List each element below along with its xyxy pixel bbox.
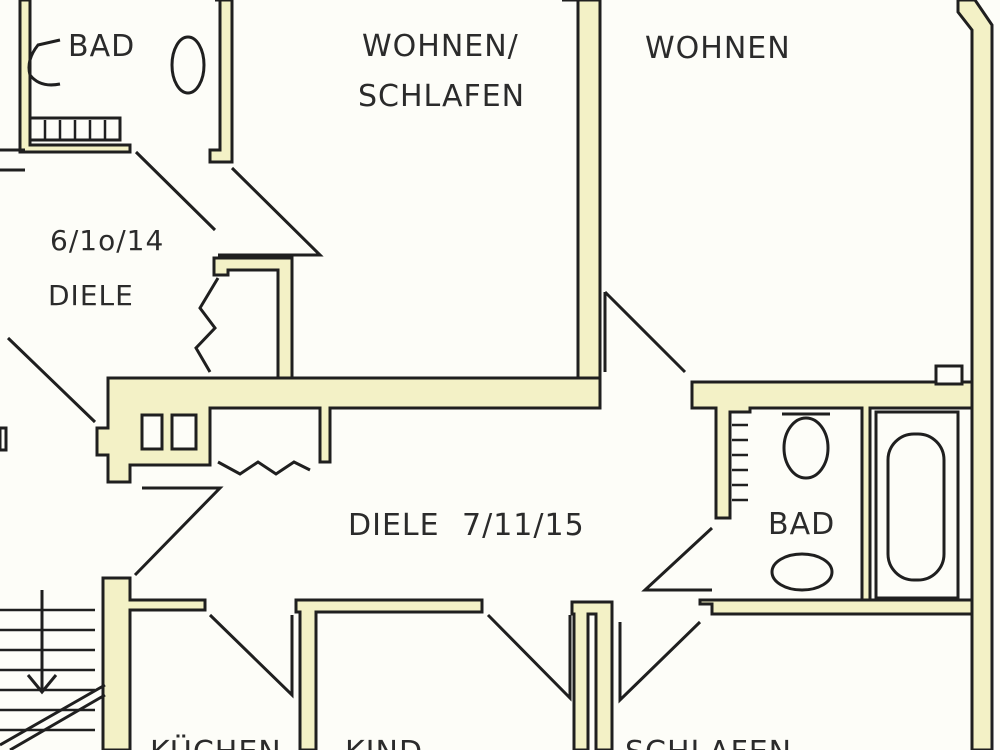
stair-handrail [0, 683, 106, 750]
room-label-wohnen-schlafen-2: SCHLAFEN [358, 79, 525, 114]
room-label-diele-center: DIELE [348, 508, 440, 543]
room-label-kuechen: KÜCHEN [150, 734, 282, 750]
stair-arrow [26, 590, 58, 695]
radiator-ticks [43, 120, 107, 140]
door-swing-kueche [208, 613, 294, 699]
door-swing-kind [486, 613, 572, 702]
sink-top-left [27, 38, 61, 87]
toilet-right [782, 416, 830, 480]
door-swing-left-edge [6, 336, 97, 424]
outer-right-wall [956, 0, 994, 750]
niche-marker [934, 364, 964, 386]
room-number-diele-center: 7/11/15 [462, 508, 585, 543]
sink-right [770, 552, 834, 592]
wall-wohnen-divider [558, 0, 602, 410]
door-swing-wohnen [603, 290, 687, 374]
bathtub-inner [886, 432, 946, 582]
room-label-wohnen: WOHNEN [645, 31, 791, 66]
left-edge-wall [0, 148, 25, 172]
wall-diele-top-left [95, 376, 602, 484]
wall-bottom-left [101, 576, 207, 750]
shaft-1 [140, 413, 164, 451]
room-label-diele-left: DIELE [48, 279, 134, 312]
room-label-kind: KIND [345, 735, 423, 750]
folding-door-center [217, 460, 311, 476]
door-swing-schlafen [618, 620, 702, 704]
wall-bad-top-left [208, 0, 234, 164]
room-label-schlafen: SCHLAFEN [625, 735, 792, 750]
wall-bad-bottom [698, 598, 974, 616]
room-label-bad-right: BAD [768, 507, 835, 542]
shelf-ladder [732, 423, 748, 502]
staircase [0, 608, 95, 732]
room-number-diele-left: 6/1o/14 [50, 224, 164, 257]
folding-door-left [194, 277, 220, 373]
door-swing-bad-right [641, 526, 714, 592]
wall-diele-left-inner [212, 256, 294, 380]
wall-bottom-schlafen [570, 600, 614, 750]
wall-diele-top-right [690, 380, 974, 602]
wall-bad-left-side [18, 0, 132, 154]
toilet-top-left [170, 35, 206, 95]
door-swing-bad-left [134, 150, 324, 257]
room-label-bad-top-left: BAD [68, 29, 135, 64]
wall-bottom-kind [294, 598, 484, 750]
room-label-wohnen-schlafen-1: WOHNEN/ [362, 29, 519, 64]
left-edge-marker [0, 426, 8, 452]
shaft-2 [170, 413, 198, 451]
door-swing-diele-left [133, 486, 224, 577]
